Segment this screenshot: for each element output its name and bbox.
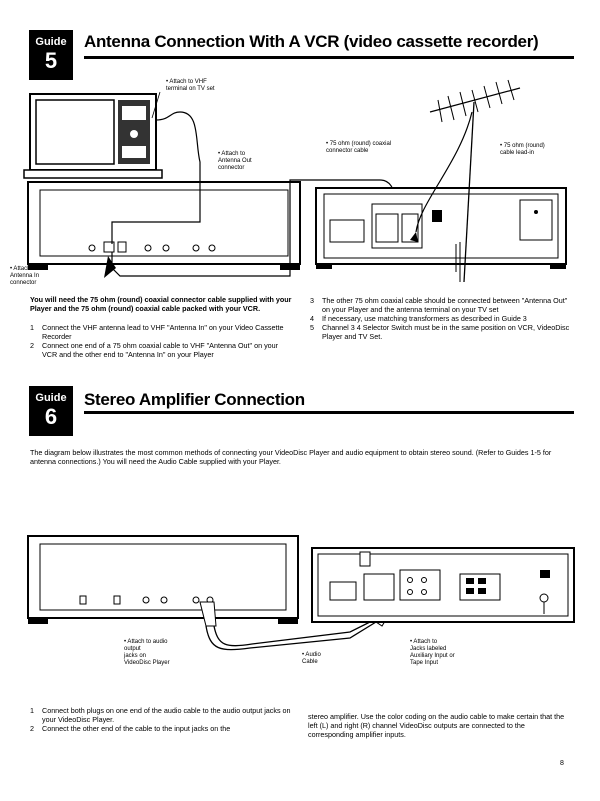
callout-coax-cable: • 75 ohm (round) coaxial connector cable bbox=[326, 141, 392, 154]
title-rule bbox=[84, 411, 574, 414]
callout-lead-in: • 75 ohm (round) cable lead-in bbox=[500, 143, 545, 156]
videodisc-player-rear-illustration bbox=[27, 535, 299, 624]
antenna-illustration bbox=[410, 79, 521, 283]
guide-6-badge: Guide 6 bbox=[29, 386, 73, 436]
stereo-amplifier-rear-illustration bbox=[311, 547, 575, 623]
section6-intro: The diagram below illustrates the most c… bbox=[30, 448, 552, 466]
section-title-stereo-amplifier: Stereo Amplifier Connection bbox=[84, 390, 305, 409]
callout-attach-antenna-in: • Attach to Antenna In connector bbox=[10, 266, 40, 286]
stereo-amplifier-diagram bbox=[27, 535, 575, 651]
section-title-antenna-vcr: Antenna Connection With A VCR (video cas… bbox=[84, 32, 539, 51]
callout-attach-antenna-out: • Attach to Antenna Out connector bbox=[218, 151, 252, 171]
guide-word: Guide bbox=[35, 36, 67, 48]
section5-intro: You will need the 75 ohm (round) coaxial… bbox=[30, 295, 292, 313]
callout-attach-audio-out: • Attach to audio output jacks on VideoD… bbox=[124, 639, 170, 666]
guide-5-badge: Guide 5 bbox=[29, 30, 73, 80]
callout-attach-vhf: • Attach to VHF terminal on TV set bbox=[166, 79, 215, 92]
page-number: 8 bbox=[560, 760, 564, 767]
callout-attach-aux: • Attach to Jacks labeled Auxiliary Inpu… bbox=[410, 639, 455, 666]
guide-word: Guide bbox=[35, 392, 67, 404]
guide-number: 5 bbox=[44, 48, 58, 73]
videodisc-player-rear-illustration bbox=[27, 181, 301, 270]
antenna-vcr-diagram bbox=[23, 79, 567, 283]
title-rule bbox=[84, 56, 574, 59]
callout-audio-cable: • Audio Cable bbox=[302, 652, 321, 665]
tv-set-illustration bbox=[23, 93, 163, 179]
section6-para-right: stereo amplifier. Use the color coding o… bbox=[308, 712, 565, 739]
vcr-rear-illustration bbox=[315, 187, 567, 269]
guide-number: 6 bbox=[44, 404, 58, 429]
